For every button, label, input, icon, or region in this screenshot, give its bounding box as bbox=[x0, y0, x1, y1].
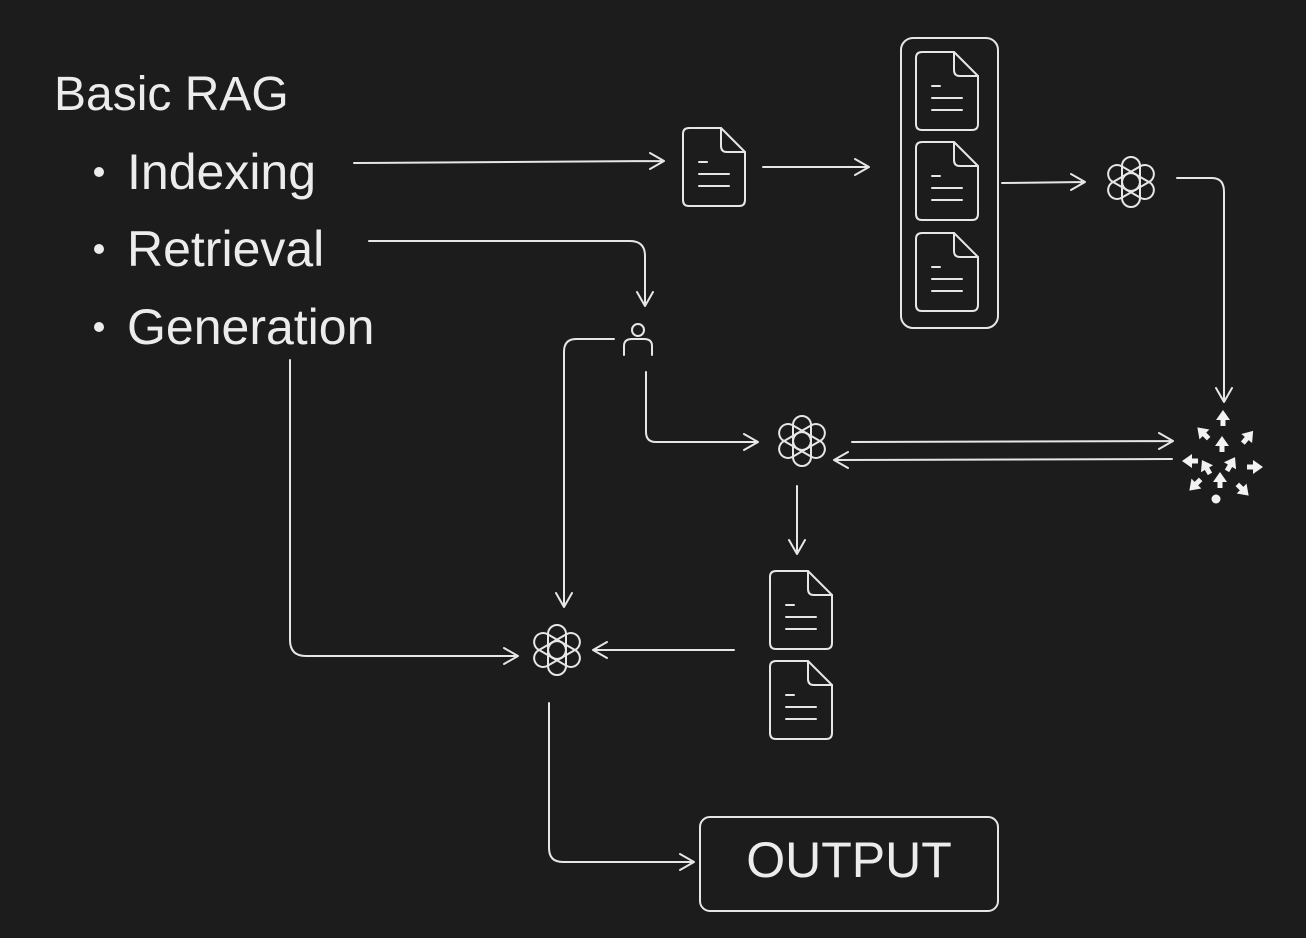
bullet-dot bbox=[94, 244, 104, 254]
output-label: OUTPUT bbox=[746, 832, 952, 888]
retrieval-arrow bbox=[368, 240, 654, 307]
bullet-generation: Generation bbox=[127, 299, 374, 355]
openai-logo-icon bbox=[529, 624, 585, 676]
doc-to-chunks-arrow bbox=[762, 158, 870, 176]
retrieved-document-icon bbox=[769, 660, 833, 740]
indexing-arrow bbox=[353, 152, 665, 170]
bullet-indexing: Indexing bbox=[127, 144, 316, 200]
bullet-dot bbox=[94, 167, 104, 177]
bullet-retrieval: Retrieval bbox=[127, 221, 324, 277]
chunk-document-icon bbox=[915, 232, 979, 312]
document-icon bbox=[682, 127, 746, 207]
user-icon bbox=[623, 323, 653, 356]
chunk-document-icon bbox=[915, 51, 979, 131]
embed-to-store-arrow bbox=[1176, 177, 1233, 403]
store-to-llm-arrow bbox=[833, 451, 1173, 469]
llm-to-store-arrow bbox=[851, 432, 1174, 450]
openai-logo-icon bbox=[1103, 156, 1159, 208]
vector-store-cluster-icon bbox=[1182, 410, 1263, 504]
openai-logo-icon bbox=[774, 415, 830, 467]
generator-to-output-arrow bbox=[548, 702, 695, 871]
page-title: Basic RAG bbox=[54, 68, 289, 121]
chunks-to-embed-arrow bbox=[1001, 173, 1086, 191]
generation-arrow bbox=[289, 359, 519, 665]
bullet-dot bbox=[94, 322, 104, 332]
chunk-document-icon bbox=[915, 141, 979, 221]
user-to-llm-arrow bbox=[645, 371, 759, 451]
docs-to-generator-arrow bbox=[592, 641, 735, 659]
user-to-generator-arrow bbox=[555, 338, 615, 608]
retrieved-document-icon bbox=[769, 570, 833, 650]
llm-to-docs-arrow bbox=[788, 485, 806, 555]
chunks-container bbox=[900, 37, 999, 329]
output-box: OUTPUT bbox=[699, 816, 999, 912]
